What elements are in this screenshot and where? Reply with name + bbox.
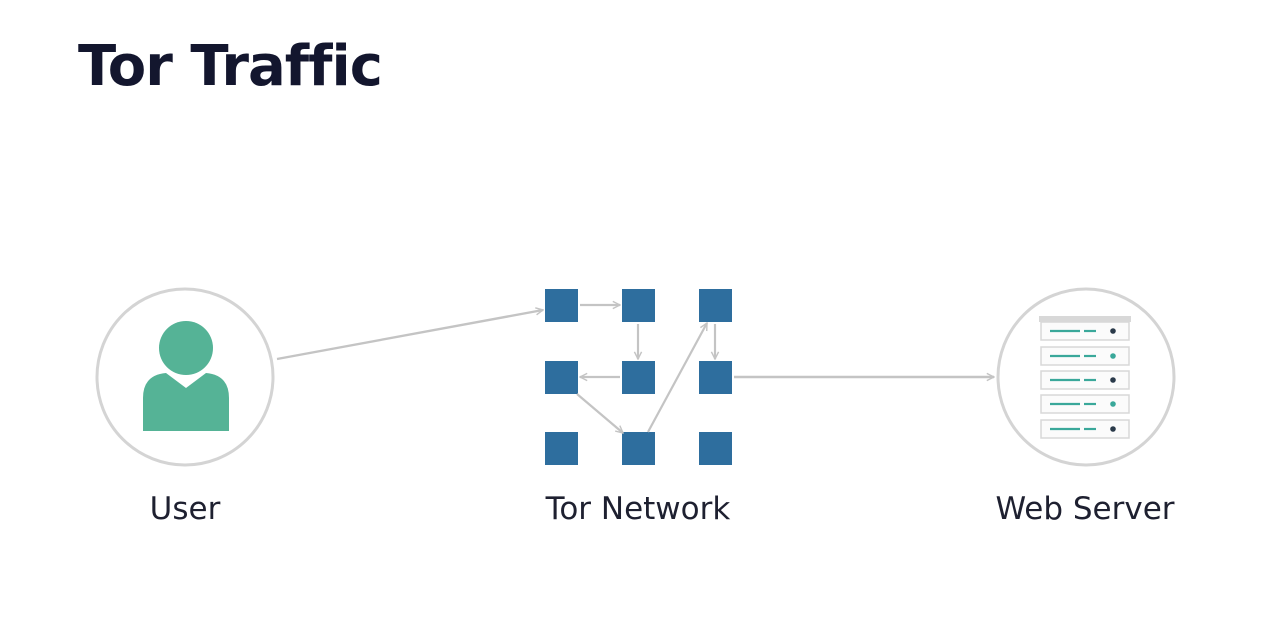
- server-rack-icon: [1039, 316, 1131, 439]
- server-unit: [1040, 370, 1130, 390]
- server-unit: [1040, 394, 1130, 414]
- server-unit: [1040, 419, 1130, 439]
- slide-title: Tor Traffic: [78, 34, 383, 99]
- web-server-node: [996, 287, 1176, 467]
- hop-arrow: [647, 323, 708, 433]
- hop-arrow: [576, 393, 623, 433]
- network-grid-icon: [545, 289, 732, 465]
- tor-node: [545, 432, 578, 465]
- tor-node: [622, 289, 655, 322]
- server-unit: [1040, 321, 1130, 341]
- tor-node: [699, 432, 732, 465]
- tor-node: [622, 361, 655, 394]
- tor-node: [622, 432, 655, 465]
- user-icon: [143, 321, 229, 431]
- tor-node: [699, 289, 732, 322]
- tor-node: [699, 361, 732, 394]
- tor-node: [545, 361, 578, 394]
- user-circle: [95, 287, 275, 467]
- user-label: User: [149, 491, 221, 527]
- tor-network-grid: [545, 289, 732, 465]
- tor-node: [545, 289, 578, 322]
- tor-path-arrows: [576, 305, 715, 433]
- arrow-user-to-network: [276, 310, 543, 361]
- web-server-label: Web Server: [995, 491, 1175, 527]
- user-node: [95, 287, 275, 467]
- tor-network-label: Tor Network: [545, 491, 731, 527]
- server-unit: [1040, 346, 1130, 366]
